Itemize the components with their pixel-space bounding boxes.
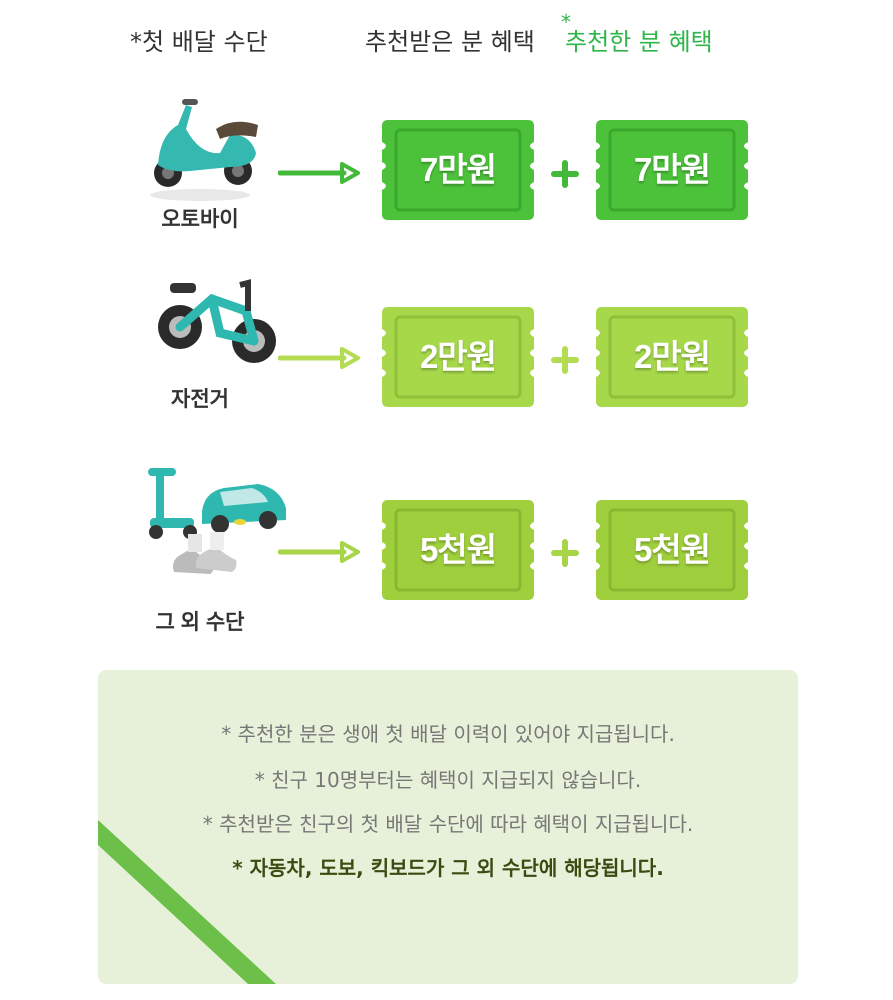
notice-text-emphasis: * 자동차, 도보, 킥보드가 그 외 수단에 해당됩니다. [232, 856, 664, 880]
referee-amount: 7만원 [419, 151, 497, 188]
referee-amount: 2만원 [419, 338, 497, 375]
vehicle-label: 오토바이 [161, 208, 239, 231]
car-icon [202, 484, 286, 533]
ticket-shape [382, 500, 534, 600]
referee-benefit-ticket: 7만원 [382, 120, 534, 220]
plus-icon [551, 160, 579, 188]
column-header-delivery-mode: *첫 배달 수단 [130, 28, 268, 56]
benefit-row-bicycle: 자전거 2만원 2만원 [0, 275, 893, 465]
ticket-shape [596, 120, 748, 220]
notice-panel [98, 670, 798, 984]
decorative-stripe [98, 820, 276, 984]
ticket-shape [596, 307, 748, 407]
arrow-right-icon [278, 347, 360, 369]
referee-benefit-ticket: 5천원 [382, 500, 534, 600]
referrer-benefit-ticket: 5천원 [596, 500, 748, 600]
referrer-amount: 5천원 [633, 531, 711, 568]
bicycle-icon [158, 279, 276, 363]
notice-text: * 추천한 분은 생애 첫 배달 이력이 있어야 지급됩니다. [221, 722, 675, 746]
referrer-amount: 7만원 [633, 151, 711, 188]
star-icon: * [561, 10, 571, 34]
arrow-right-icon [278, 162, 360, 184]
notice-text: * 친구 10명부터는 혜택이 지급되지 않습니다. [254, 768, 642, 792]
kickboard-icon [148, 468, 197, 539]
benefit-row-motorcycle: 오토바이 7만원 7만원 [0, 95, 893, 285]
other-vehicles-icon [148, 468, 286, 574]
referee-benefit-ticket: 2만원 [382, 307, 534, 407]
referrer-benefit-ticket: 7만원 [596, 120, 748, 220]
arrow-right-icon [278, 541, 360, 563]
notice-text: * 추천받은 친구의 첫 배달 수단에 따라 혜택이 지급됩니다. [202, 812, 694, 836]
ticket-shape [596, 500, 748, 600]
ticket-shape [382, 120, 534, 220]
referrer-benefit-ticket: 2만원 [596, 307, 748, 407]
column-header-referee-benefit: 추천받은 분 혜택 [365, 28, 535, 56]
vehicle-label: 그 외 수단 [155, 611, 245, 634]
benefit-row-other: 그 외 수단 5천원 5천원 [0, 462, 893, 652]
referee-amount: 5천원 [419, 531, 497, 568]
plus-icon [551, 539, 579, 567]
referrer-amount: 2만원 [633, 338, 711, 375]
column-header-referrer-label: 추천한 분 혜택 [565, 28, 713, 56]
ticket-shape [382, 307, 534, 407]
shoes-icon [173, 532, 237, 574]
column-header-referrer-benefit: * 추천한 분 혜택 [561, 10, 713, 57]
scooter-icon [150, 99, 258, 201]
plus-icon [551, 346, 579, 374]
vehicle-label: 자전거 [171, 388, 229, 411]
